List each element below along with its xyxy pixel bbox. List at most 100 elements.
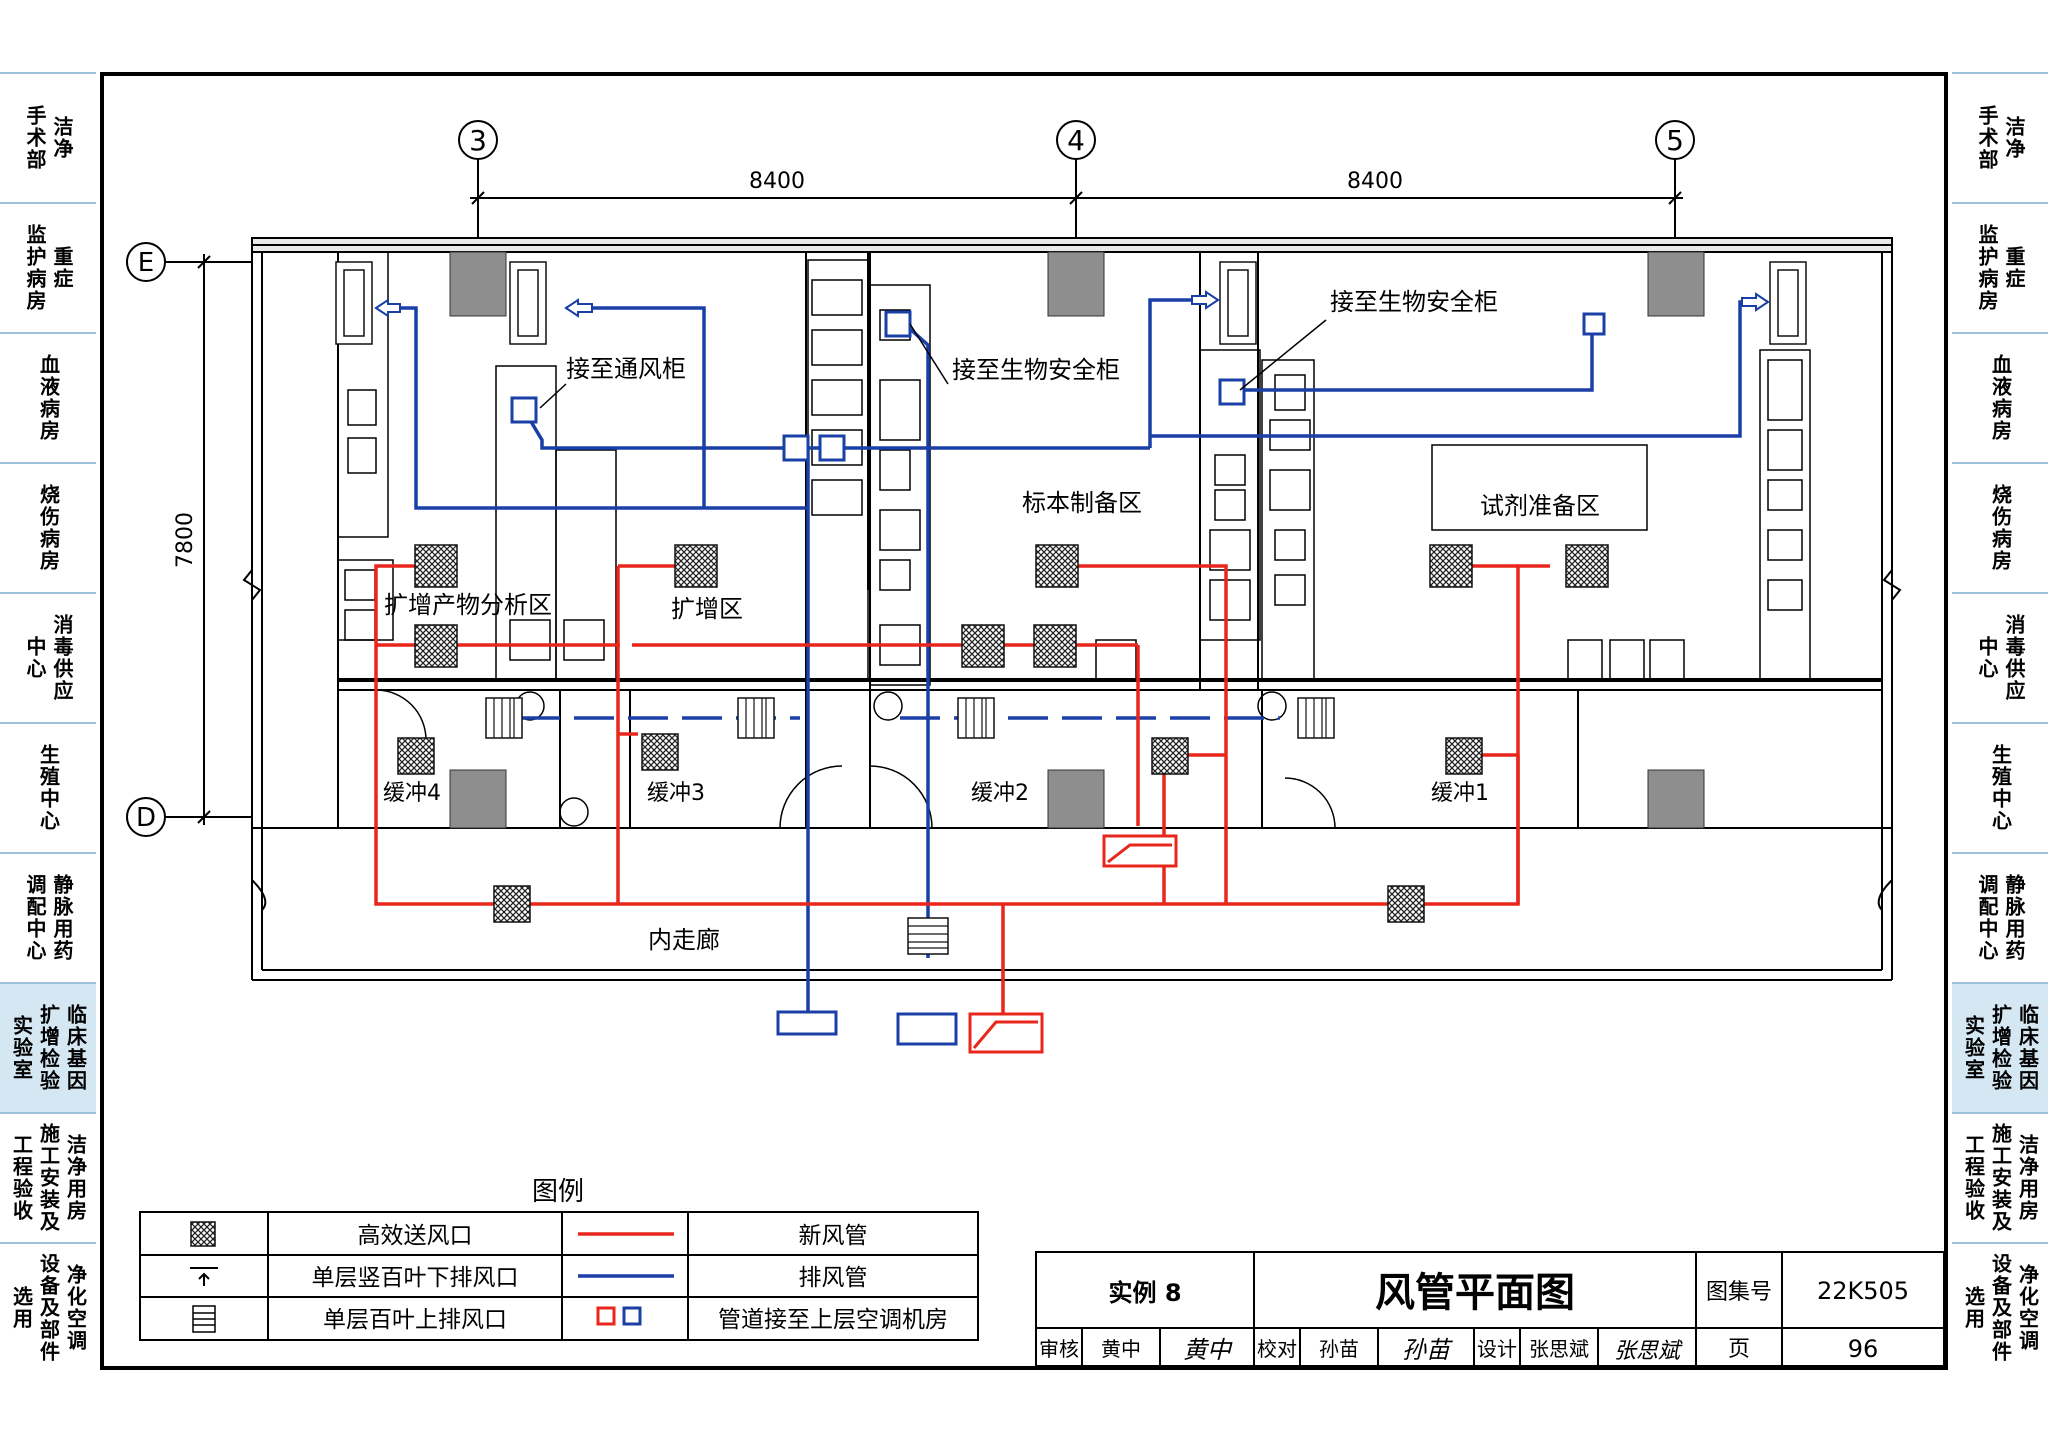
tab-clean-surgery[interactable]: 手术部 洁净 xyxy=(0,72,96,202)
tab-text-a: 调配中心 xyxy=(1975,874,1999,962)
page-label: 页 xyxy=(1728,1337,1750,1362)
tab-gene-lab-right[interactable]: 实验室 扩增检验 临床基因 xyxy=(1952,982,2048,1112)
dimension-vertical xyxy=(197,254,211,825)
tab-text-b: 生殖中心 xyxy=(1988,744,2013,832)
tab-text-a: 手术部 xyxy=(23,105,47,171)
tab-reproduction[interactable]: 生殖中心 xyxy=(0,722,96,852)
dimension-7800: 7800 xyxy=(173,512,198,568)
dimension-8400-left: 8400 xyxy=(749,169,805,194)
review-label: 审核 xyxy=(1039,1337,1079,1361)
axis-bubble-5: 5 xyxy=(1655,120,1695,250)
review-name: 黄中 xyxy=(1101,1337,1141,1361)
review-signature: 黄中 xyxy=(1183,1336,1233,1364)
tab-equipment-right[interactable]: 选用 设备及部件 净化空调 xyxy=(1952,1242,2048,1372)
tab-construction[interactable]: 工程验收 施工安装及 洁净用房 xyxy=(0,1112,96,1242)
tab-iv-admixture-right[interactable]: 调配中心 静脉用药 xyxy=(1952,852,2048,982)
tab-text-c: 临床基因 xyxy=(2015,1004,2040,1092)
tab-text-b: 静脉用药 xyxy=(2002,874,2026,962)
axis-bubble-E: E xyxy=(126,242,252,282)
tab-construction-right[interactable]: 工程验收 施工安装及 洁净用房 xyxy=(1952,1112,2048,1242)
tab-text-b: 施工安装及 xyxy=(36,1123,61,1233)
tab-clean-surgery-right[interactable]: 手术部 洁净 xyxy=(1952,72,2048,202)
tab-text-a: 调配中心 xyxy=(23,874,47,962)
dimension-horizontal xyxy=(470,191,1683,205)
tab-text-b: 静脉用药 xyxy=(50,874,74,962)
tab-text-b: 烧伤病房 xyxy=(1988,484,2013,572)
tab-sterile-supply-right[interactable]: 中心 消毒供应 xyxy=(1952,592,2048,722)
tab-text-a: 实验室 xyxy=(9,1015,34,1081)
supply-riser-boxes xyxy=(968,834,1178,1054)
tab-text-a: 工程验收 xyxy=(1961,1134,1986,1222)
tab-text-a: 选用 xyxy=(9,1286,34,1330)
tab-icu[interactable]: 监护病房 重症 xyxy=(0,202,96,332)
tab-text-b: 扩增检验 xyxy=(36,1004,61,1092)
design-signature: 张思斌 xyxy=(1614,1339,1683,1364)
doors xyxy=(375,689,1336,829)
svg-text:E: E xyxy=(138,248,154,278)
callout-leaders xyxy=(539,319,1327,409)
room-reagent-prep: 试剂准备区 xyxy=(1480,492,1600,520)
tab-burn-ward[interactable]: 烧伤病房 xyxy=(0,462,96,592)
page-number: 96 xyxy=(1848,1335,1879,1363)
vertical-louver-exhausts xyxy=(335,261,1807,345)
room-amplification: 扩增区 xyxy=(671,595,743,623)
room-buffer-4: 缓冲4 xyxy=(383,781,441,806)
room-buffer-3: 缓冲3 xyxy=(647,781,705,806)
flow-arrows xyxy=(374,290,1770,318)
axis-bubble-3: 3 xyxy=(458,120,498,250)
structural-columns xyxy=(449,251,1705,829)
tab-text-b: 施工安装及 xyxy=(1988,1123,2013,1233)
tab-text-a: 手术部 xyxy=(1975,105,1999,171)
tab-text-a: 中心 xyxy=(23,636,47,680)
tab-gene-lab[interactable]: 实验室 扩增检验 临床基因 xyxy=(0,982,96,1112)
axis-bubble-D: D xyxy=(126,797,252,837)
tab-text-c: 洁净用房 xyxy=(63,1134,88,1222)
tab-blood-ward[interactable]: 血液病房 xyxy=(0,332,96,462)
tab-iv-admixture[interactable]: 调配中心 静脉用药 xyxy=(0,852,96,982)
tab-text-b: 设备及部件 xyxy=(1988,1253,2013,1363)
tab-text-a: 实验室 xyxy=(1961,1015,1986,1081)
tab-text-b: 扩增检验 xyxy=(1988,1004,2013,1092)
svg-text:5: 5 xyxy=(1666,124,1684,157)
callout-fume-hood: 接至通风柜 xyxy=(566,355,686,383)
title-block xyxy=(1035,1251,1945,1367)
legend-riser-symbol xyxy=(596,1306,642,1326)
tab-text-b: 重症 xyxy=(50,246,74,290)
tab-sterile-supply[interactable]: 中心 消毒供应 xyxy=(0,592,96,722)
check-name: 孙苗 xyxy=(1319,1337,1359,1361)
louver-lines xyxy=(493,698,1327,949)
legend-louver-symbol xyxy=(192,1305,216,1333)
lab-benches xyxy=(337,251,1811,827)
legend-label-exhaust-duct: 排风管 xyxy=(799,1265,868,1291)
axis-bubble-4: 4 xyxy=(1056,120,1096,250)
dimension-8400-right: 8400 xyxy=(1347,169,1403,194)
tab-text-b: 消毒供应 xyxy=(2002,614,2026,702)
tab-text-b: 洁净 xyxy=(2002,116,2026,160)
tab-burn-ward-right[interactable]: 烧伤病房 xyxy=(1952,462,2048,592)
svg-text:D: D xyxy=(136,803,156,833)
tab-blood-ward-right[interactable]: 血液病房 xyxy=(1952,332,2048,462)
svg-text:3: 3 xyxy=(469,124,487,157)
tab-text-b: 生殖中心 xyxy=(36,744,61,832)
room-pcr-analysis: 扩增产物分析区 xyxy=(384,591,552,619)
svg-text:4: 4 xyxy=(1067,124,1085,157)
atlas-label: 图集号 xyxy=(1706,1280,1772,1305)
tab-text-a: 选用 xyxy=(1961,1286,1986,1330)
title-example: 实例 8 xyxy=(1108,1279,1181,1307)
drawing-title: 风管平面图 xyxy=(1375,1270,1575,1316)
tab-text-b: 消毒供应 xyxy=(50,614,74,702)
tab-icu-right[interactable]: 监护病房 重症 xyxy=(1952,202,2048,332)
check-signature: 孙苗 xyxy=(1402,1336,1454,1364)
exhaust-terminals xyxy=(510,310,1606,1046)
tab-text-a: 工程验收 xyxy=(9,1134,34,1222)
tab-equipment[interactable]: 选用 设备及部件 净化空调 xyxy=(0,1242,96,1372)
tab-reproduction-right[interactable]: 生殖中心 xyxy=(1952,722,2048,852)
legend-vertical-louver-symbol xyxy=(190,1267,218,1286)
tab-text-c: 净化空调 xyxy=(2015,1264,2040,1352)
legend-label-louver: 单层百叶上排风口 xyxy=(323,1307,507,1333)
tab-text-a: 中心 xyxy=(1975,636,1999,680)
callout-bsc-2: 接至生物安全柜 xyxy=(1330,288,1498,316)
legend-hepa-symbol xyxy=(190,1221,216,1247)
legend-label-riser: 管道接至上层空调机房 xyxy=(718,1307,948,1333)
hepa-supply-diffusers xyxy=(397,544,1609,923)
